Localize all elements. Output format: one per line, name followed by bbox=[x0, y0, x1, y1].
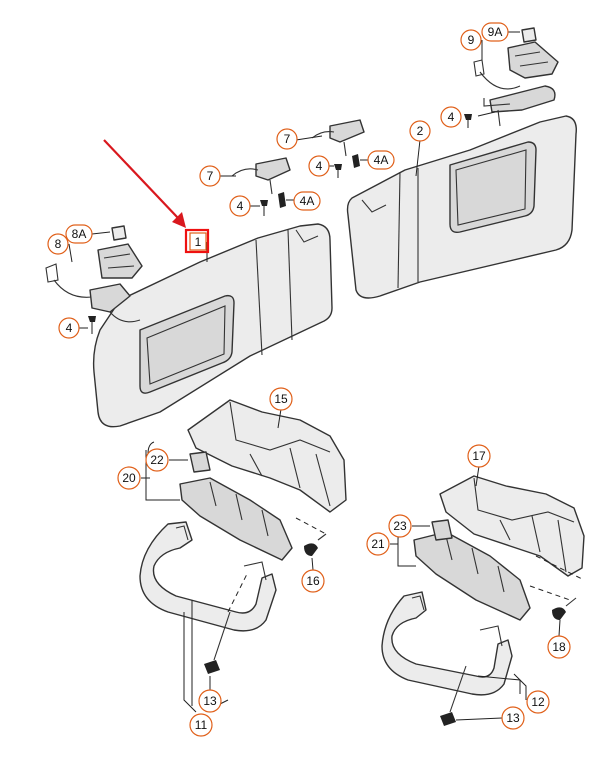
leader-lines bbox=[68, 31, 561, 721]
callout-4a-upper[interactable]: 4A bbox=[367, 150, 395, 170]
callout-2[interactable]: 2 bbox=[409, 120, 431, 142]
svg-text:9A: 9A bbox=[488, 25, 503, 39]
grab-handle-right-assembly bbox=[381, 475, 585, 726]
svg-text:8A: 8A bbox=[72, 227, 87, 241]
svg-text:13: 13 bbox=[203, 694, 217, 708]
svg-text:15: 15 bbox=[274, 392, 288, 406]
svg-text:22: 22 bbox=[150, 453, 164, 467]
svg-text:4: 4 bbox=[237, 199, 244, 213]
callout-22[interactable]: 22 bbox=[145, 448, 169, 472]
callout-13-right[interactable]: 13 bbox=[501, 706, 525, 730]
screw-4-right bbox=[464, 111, 496, 128]
svg-text:4: 4 bbox=[66, 321, 73, 335]
svg-text:4: 4 bbox=[448, 110, 455, 124]
svg-text:18: 18 bbox=[552, 640, 566, 654]
svg-text:23: 23 bbox=[393, 519, 407, 533]
callout-1[interactable]: 1 bbox=[184, 228, 210, 254]
clip-7-lower bbox=[231, 157, 291, 195]
svg-text:17: 17 bbox=[472, 449, 486, 463]
bracket-8 bbox=[45, 225, 143, 323]
callout-4-center-lower[interactable]: 4 bbox=[229, 195, 251, 217]
callout-4a-lower[interactable]: 4A bbox=[293, 191, 321, 211]
svg-text:8: 8 bbox=[55, 237, 62, 251]
screws-center bbox=[250, 154, 368, 216]
callout-8a[interactable]: 8A bbox=[65, 224, 93, 244]
callout-4-right[interactable]: 4 bbox=[440, 106, 462, 128]
svg-text:13: 13 bbox=[506, 711, 520, 725]
callout-8[interactable]: 8 bbox=[47, 233, 69, 255]
svg-text:21: 21 bbox=[371, 537, 385, 551]
bracket-9 bbox=[473, 27, 559, 107]
callout-17[interactable]: 17 bbox=[467, 444, 491, 468]
callout-9a[interactable]: 9A bbox=[481, 22, 509, 42]
callout-15[interactable]: 15 bbox=[269, 387, 293, 411]
callout-16[interactable]: 16 bbox=[301, 569, 325, 593]
grab-handle-left-assembly bbox=[139, 399, 347, 713]
callout-12[interactable]: 12 bbox=[526, 690, 550, 714]
callout-9[interactable]: 9 bbox=[460, 29, 482, 51]
svg-text:7: 7 bbox=[284, 132, 291, 146]
svg-text:4A: 4A bbox=[300, 194, 315, 208]
sun-visor-left bbox=[92, 223, 333, 428]
svg-text:9: 9 bbox=[468, 33, 475, 47]
clip-7-upper bbox=[311, 119, 365, 157]
callout-13-left[interactable]: 13 bbox=[198, 689, 222, 713]
svg-text:4: 4 bbox=[316, 159, 323, 173]
callout-7-lower[interactable]: 7 bbox=[199, 165, 221, 187]
highlight-arrow bbox=[103, 139, 186, 228]
callout-18[interactable]: 18 bbox=[547, 635, 571, 659]
svg-text:11: 11 bbox=[195, 718, 208, 732]
svg-text:2: 2 bbox=[417, 124, 424, 138]
svg-text:1: 1 bbox=[195, 235, 202, 249]
screw-4-left bbox=[78, 316, 96, 334]
svg-text:7: 7 bbox=[207, 169, 214, 183]
svg-text:16: 16 bbox=[306, 574, 320, 588]
callout-20[interactable]: 20 bbox=[117, 466, 141, 490]
callout-4-left[interactable]: 4 bbox=[58, 317, 80, 339]
callout-21[interactable]: 21 bbox=[366, 532, 390, 556]
sun-visor-right bbox=[346, 85, 577, 299]
callout-23[interactable]: 23 bbox=[388, 514, 412, 538]
callout-11[interactable]: 11 bbox=[189, 713, 213, 737]
callout-7-upper[interactable]: 7 bbox=[276, 128, 298, 150]
svg-text:12: 12 bbox=[531, 695, 545, 709]
svg-text:4A: 4A bbox=[374, 153, 389, 167]
callout-4-center-upper[interactable]: 4 bbox=[308, 155, 330, 177]
svg-text:20: 20 bbox=[122, 471, 136, 485]
